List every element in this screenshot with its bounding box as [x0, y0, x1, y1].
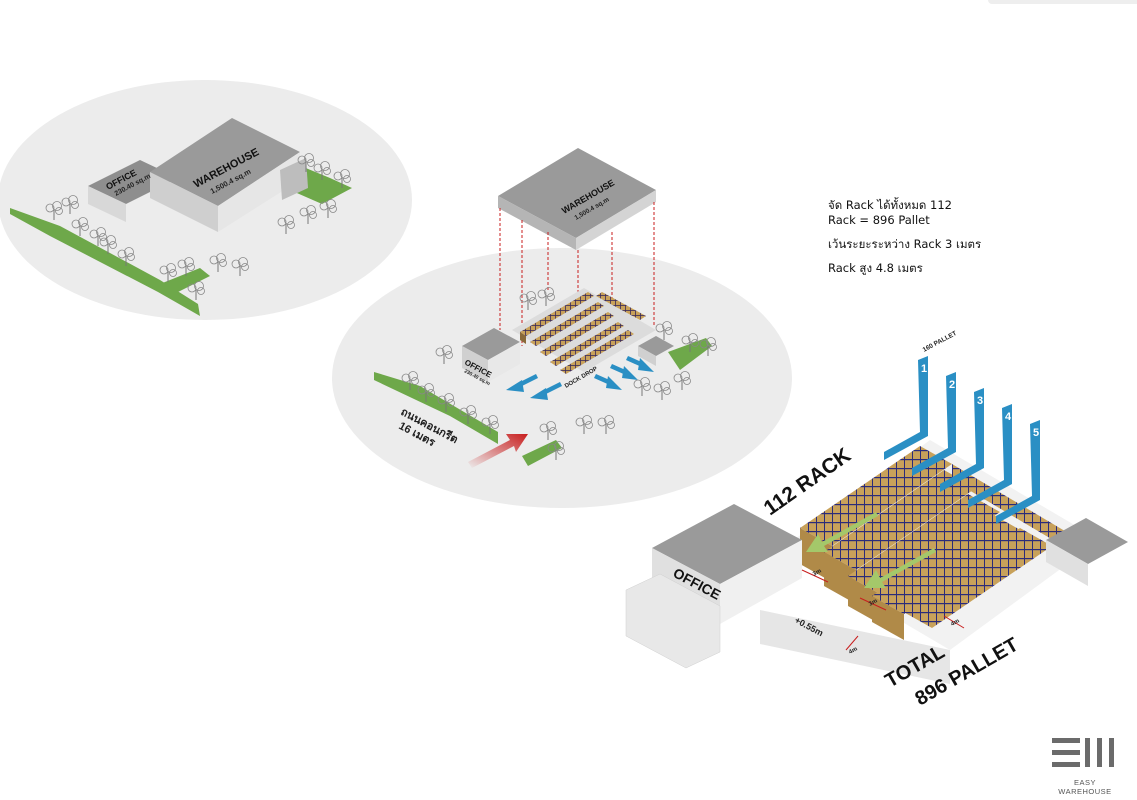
- site-warehouse-wall-right: [218, 152, 300, 232]
- detail-office-roof: [652, 504, 802, 584]
- layout-office-wall-right: [488, 342, 520, 382]
- site-lawn-left: [160, 268, 210, 296]
- layout-annex-wall: [638, 346, 656, 366]
- rack-detail: 1 2 3 4 5 160 PALLET 112 RACK OFFICE 3m …: [625, 330, 1128, 710]
- aisle-dimension-2: 3m: [868, 598, 878, 607]
- rack-notes: จัด Rack ได้ทั้งหมด 112 Rack = 896 Palle…: [828, 198, 981, 276]
- layout-office-wall-left: [462, 346, 488, 382]
- site-lawn-strip: [10, 208, 200, 316]
- note-rack-height: Rack สูง 4.8 เมตร: [828, 261, 923, 275]
- clearance-dimension-1: 4m: [950, 618, 960, 627]
- clearance-dimension-2: 4m: [848, 646, 858, 655]
- aisle-arrows: [806, 512, 936, 588]
- detail-annex-wall: [1046, 540, 1088, 586]
- row-number-2: 2: [949, 379, 955, 391]
- detail-office-annex: [625, 573, 721, 669]
- rack-floor-edge: [760, 610, 950, 684]
- note-pallet-count: Rack = 896 Pallet: [828, 213, 930, 227]
- dimension-marks: [801, 569, 965, 651]
- brand-logo: EASY WAREHOUSE: [1047, 736, 1123, 796]
- site-office-wall: [88, 186, 126, 222]
- brand-name: EASY WAREHOUSE: [1058, 778, 1112, 796]
- layout-plan-ground: [332, 248, 792, 508]
- row-number-4: 4: [1005, 411, 1012, 423]
- layout-rack-rows: [520, 292, 646, 374]
- detail-office-wall-right: [720, 540, 802, 624]
- row-number-3: 3: [977, 395, 983, 407]
- layout-lawn-road: [374, 372, 498, 444]
- note-rack-count: จัด Rack ได้ทั้งหมด 112: [828, 198, 952, 212]
- entry-arrow: [468, 434, 528, 468]
- site-annex: [280, 158, 308, 200]
- detail-annex-roof: [1046, 518, 1128, 564]
- row-number-5: 5: [1033, 427, 1039, 439]
- layout-lawn-entry: [522, 440, 562, 466]
- brand-mark-icon: [1052, 738, 1114, 767]
- pallet-per-row-label: 160 PALLET: [922, 330, 958, 354]
- aisle-dimension-1: 3m: [812, 568, 822, 577]
- note-rack-spacing: เว้นระยะระหว่าง Rack 3 เมตร: [828, 237, 982, 251]
- layout-roof-edge-right: [576, 190, 656, 250]
- row-arrows: [884, 356, 1040, 524]
- layout-office-roof: [462, 328, 520, 360]
- layout-roof-edge-left: [498, 196, 576, 250]
- site-warehouse-wall-left: [150, 172, 218, 232]
- site-plan: OFFICE 230.40 sq.m WAREHOUSE 1,500.4 sq.…: [0, 80, 412, 320]
- dock-arrows: [506, 356, 654, 400]
- top-edge-tab: [988, 0, 1137, 4]
- site-warehouse-roof: [150, 118, 300, 206]
- layout-plan: WAREHOUSE 1,500.4 sq.m OFFICE 230.40: [332, 148, 792, 508]
- row-number-1: 1: [921, 363, 927, 375]
- layout-floating-roof: [498, 148, 656, 238]
